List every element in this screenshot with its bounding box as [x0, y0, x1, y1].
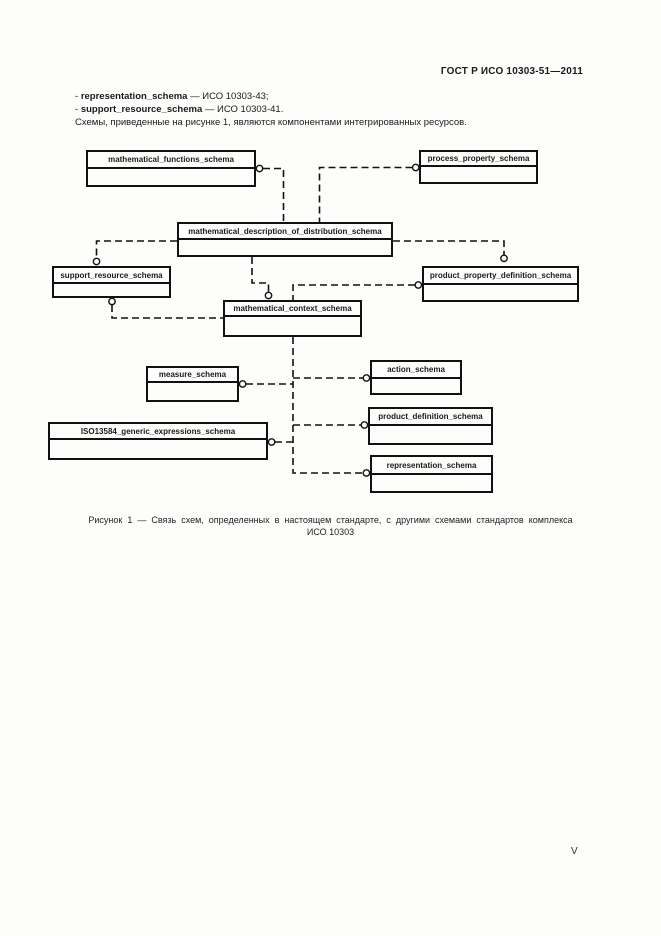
schema-box-label: mathematical_functions_schema — [88, 152, 254, 169]
schema-box-label: mathematical_description_of_distribution… — [179, 224, 391, 240]
edge-description-to-support — [95, 240, 177, 258]
figure-caption: Рисунок 1 — Связь схем, определенных в н… — [40, 514, 621, 538]
connection-circle — [411, 163, 420, 172]
edge-description-to-context — [251, 257, 270, 292]
schema-box-label: product_definition_schema — [370, 409, 491, 426]
connection-circle — [500, 254, 508, 263]
connection-circle — [414, 281, 423, 289]
intro-line-support: - support_resource_schema — ИСО 10303-41… — [75, 104, 284, 115]
schema-box-product-property-definition: product_property_definition_schema — [422, 266, 579, 302]
schema-box-iso13584-generic-expressions: ISO13584_generic_expressions_schema — [48, 422, 268, 460]
schema-box-measure: measure_schema — [146, 366, 239, 402]
schema-box-mathematical-context: mathematical_context_schema — [223, 300, 362, 337]
schema-box-product-definition: product_definition_schema — [368, 407, 493, 445]
figure-caption-line2: ИСО 10303 — [306, 527, 355, 537]
connection-circle — [360, 421, 369, 429]
figure-caption-line1: Рисунок 1 — Связь схем, определенных в н… — [88, 515, 573, 525]
connection-circle — [255, 164, 264, 173]
schema-box-label: product_property_definition_schema — [424, 268, 577, 285]
schema-box-label: representation_schema — [372, 457, 491, 475]
schema-box-label: mathematical_context_schema — [225, 302, 360, 317]
document-header: ГОСТ Р ИСО 10303-51—2011 — [440, 66, 583, 77]
intro-line-note: Схемы, приведенные на рисунке 1, являютс… — [75, 117, 467, 128]
edge-process-to-description — [318, 166, 413, 222]
schema-box-mathematical-functions: mathematical_functions_schema — [86, 150, 256, 187]
edge-product-property-to-context — [292, 284, 415, 300]
edge-context-trunk — [292, 337, 363, 474]
schema-box-representation: representation_schema — [370, 455, 493, 493]
schema-box-label: measure_schema — [148, 368, 237, 383]
schema-box-mathematical-description-of-distribution: mathematical_description_of_distribution… — [177, 222, 393, 257]
connection-circle — [238, 380, 247, 388]
schema-box-label: ISO13584_generic_expressions_schema — [50, 424, 266, 440]
schema-box-label: support_resource_schema — [54, 268, 169, 284]
connection-circle — [108, 297, 116, 306]
schema-box-support-resource: support_resource_schema — [52, 266, 171, 298]
schema-box-label: action_schema — [372, 362, 460, 379]
edge-support-to-context — [111, 305, 223, 319]
connection-circle — [264, 291, 273, 300]
edge-description-to-product-property — [393, 240, 505, 255]
connection-circle — [267, 438, 276, 446]
page-number: V — [571, 846, 578, 857]
schema-box-label: process_property_schema — [421, 152, 536, 167]
connection-circle — [92, 257, 101, 266]
connection-circle — [362, 469, 371, 477]
intro-text: - representation_schema — ИСО 10303-43; … — [75, 90, 595, 129]
intro-line-representation: - representation_schema — ИСО 10303-43; — [75, 91, 269, 102]
edge-functions-to-description — [263, 167, 285, 222]
schema-box-process-property: process_property_schema — [419, 150, 538, 184]
connection-circle — [362, 374, 371, 382]
schema-box-action: action_schema — [370, 360, 462, 395]
